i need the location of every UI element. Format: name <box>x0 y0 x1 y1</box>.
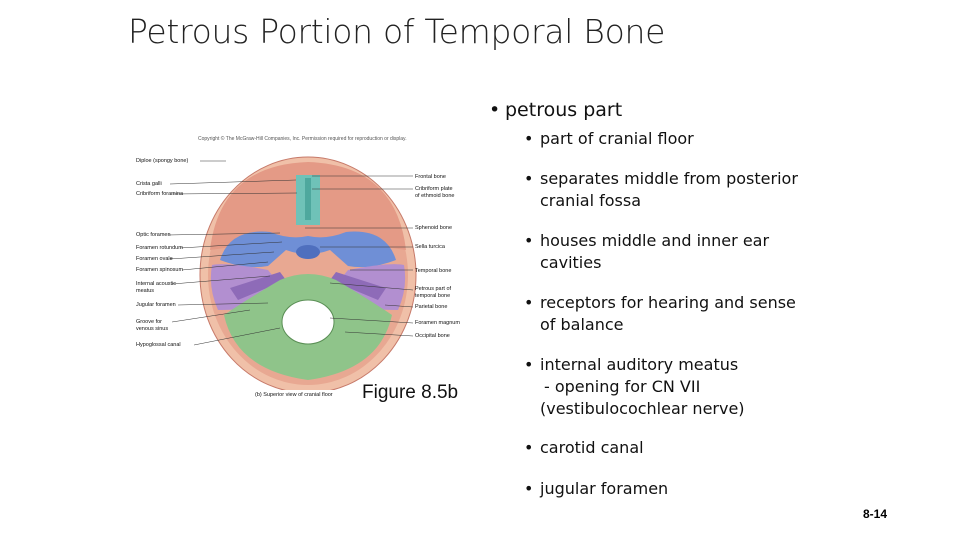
label-optic-foramen: Optic foramen <box>136 232 171 238</box>
label-foramen-magnum: Foramen magnum <box>415 320 460 326</box>
diagram-caption: (b) Superior view of cranial floor <box>255 392 333 398</box>
bullet-text: part of cranial floor <box>540 129 694 148</box>
label-meatus: meatus <box>136 288 155 294</box>
label-temporal-bone: Temporal bone <box>415 268 452 274</box>
label-cribriform-foramina: Cribriform foramina <box>136 191 184 197</box>
petrous-ridge-left <box>230 272 286 300</box>
bullet-text: jugular foramen <box>540 479 669 498</box>
label-foramen-rotundum: Foramen rotundum <box>136 245 183 251</box>
bullet-dot-icon: • <box>524 231 534 250</box>
label-of-ethmoid-bone: of ethmoid bone <box>415 193 455 199</box>
label-jugular-foramen: Jugular foramen <box>136 302 176 308</box>
bullet-sub: • jugular foramen <box>524 478 669 500</box>
bullet-sub: • carotid canal <box>524 437 644 459</box>
bullet-text: internal auditory meatus <box>540 355 739 374</box>
foramen-magnum <box>281 299 335 345</box>
bullet-dot-icon: • <box>524 129 534 148</box>
bullet-text-continued: of balance <box>540 315 624 334</box>
bullet-text: separates middle from posterior <box>540 169 798 188</box>
bullet-text: receptors for hearing and sense <box>540 293 796 312</box>
crista-galli <box>305 178 311 220</box>
label-internal-acoustic: Internal acoustic <box>136 281 177 287</box>
bullet-main: • petrous part <box>489 99 623 121</box>
label-occipital-bone: Occipital bone <box>415 333 450 339</box>
bullet-sub: • receptors for hearing and sense of bal… <box>524 292 796 336</box>
figure-caption: Figure 8.5b <box>362 382 459 403</box>
label-frontal-bone: Frontal bone <box>415 174 446 180</box>
slide-title: Petrous Portion of Temporal Bone <box>128 12 666 51</box>
bullet-sub: • separates middle from posterior crania… <box>524 168 798 212</box>
label-parietal-bone: Parietal bone <box>415 304 448 310</box>
label-venous-sinus: venous sinus <box>136 326 169 332</box>
bullet-text: carotid canal <box>540 438 644 457</box>
label-sphenoid-bone: Sphenoid bone <box>415 225 453 231</box>
label-hypoglossal-canal: Hypoglossal canal <box>136 342 181 348</box>
bullet-dot-icon: • <box>524 293 534 312</box>
sella-turcica-shape <box>296 245 320 259</box>
bullet-dot-icon: • <box>524 479 534 498</box>
label-groove-for: Groove for <box>136 319 162 325</box>
copyright-notice: Copyright © The McGraw-Hill Companies, I… <box>198 136 407 142</box>
bullet-text-continued: cranial fossa <box>540 191 641 210</box>
bullet-text-continued: - opening for CN VII <box>544 377 701 396</box>
bullet-text-continued: cavities <box>540 253 602 272</box>
label-of-temporal-bone: temporal bone <box>415 293 451 299</box>
bullet-main-text: petrous part <box>505 99 623 121</box>
slide-number: 8-14 <box>862 507 887 521</box>
label-cribriform-plate: Cribriform plate <box>415 186 453 192</box>
skull-floor-illustration <box>199 156 417 390</box>
label-petrous-part: Petrous part of <box>415 286 452 292</box>
bullet-sub: • part of cranial floor <box>524 128 694 150</box>
bullet-text: houses middle and inner ear <box>540 231 770 250</box>
bullet-sub: • houses middle and inner ear cavities <box>524 230 770 274</box>
bullet-dot-icon: • <box>524 169 534 188</box>
bullet-text-continued: (vestibulocochlear nerve) <box>540 399 745 418</box>
bullet-dot-icon: • <box>524 355 534 374</box>
label-sella-turcica: Sella turcica <box>415 244 445 250</box>
label-diploe: Diploe (spongy bone) <box>136 158 189 164</box>
label-crista-galli: Crista galli <box>136 181 162 187</box>
bullet-sub: • internal auditory meatus - opening for… <box>524 354 745 420</box>
label-foramen-spinosum: Foramen spinosum <box>136 267 184 273</box>
label-foramen-ovale: Foramen ovale <box>136 256 173 262</box>
bullet-dot-icon: • <box>524 438 534 457</box>
bullet-dot-icon: • <box>489 99 501 121</box>
